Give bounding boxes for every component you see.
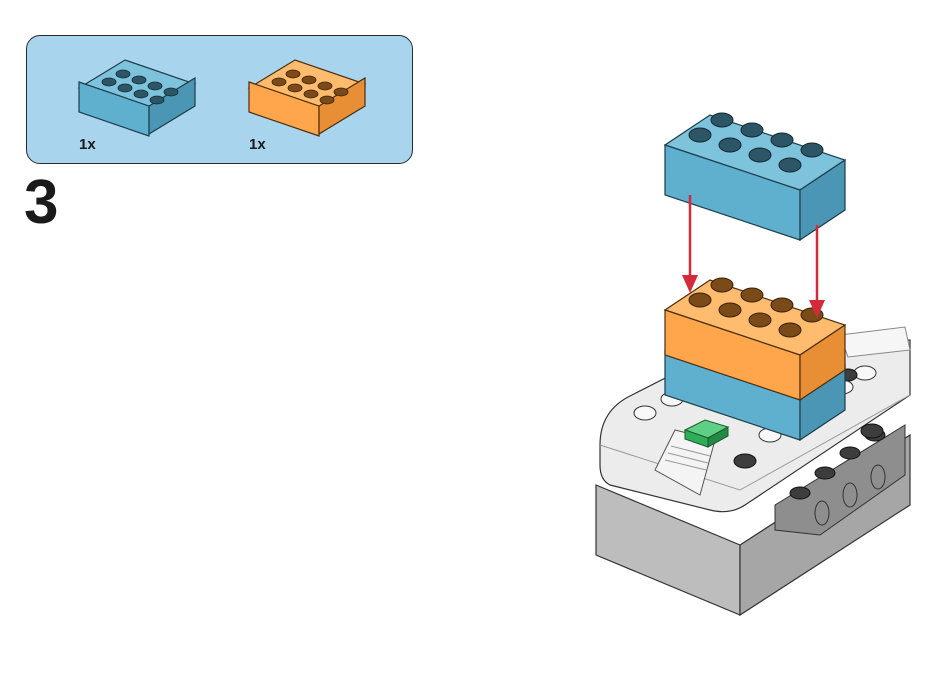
orange-brick-part (247, 59, 367, 137)
hub-power-button-icon (683, 419, 730, 448)
placed-blue-brick (664, 349, 846, 442)
orange-brick-quantity: 1x (249, 136, 266, 153)
placement-arrows (682, 195, 825, 318)
step-number: 3 (24, 168, 59, 237)
right-arrow-head-icon (809, 300, 825, 318)
hub-base (595, 424, 911, 617)
assembly-illustration (595, 112, 911, 617)
placed-orange-brick (663, 277, 847, 402)
left-arrow-head-icon (682, 275, 698, 293)
blue-brick-quantity: 1x (79, 136, 96, 153)
blue-brick-icon (77, 59, 197, 137)
blue-brick-part (77, 59, 197, 137)
orange-brick-icon (247, 59, 367, 137)
incoming-blue-brick (663, 112, 847, 242)
parts-list-panel: 1x 1x (26, 35, 413, 164)
